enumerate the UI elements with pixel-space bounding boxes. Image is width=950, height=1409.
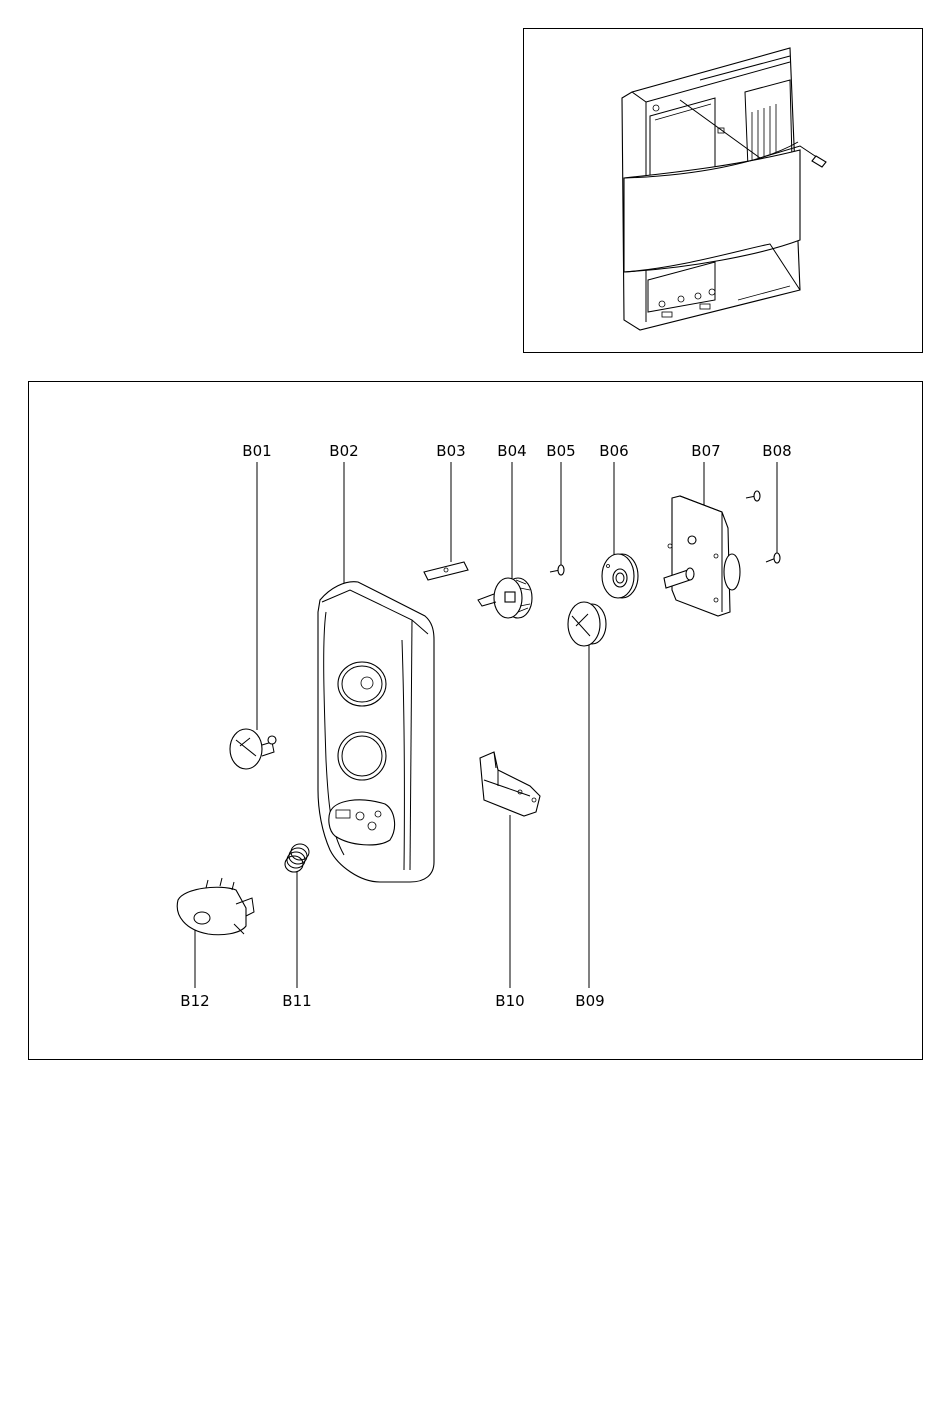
label-b07: B07	[691, 442, 720, 460]
label-b03: B03	[436, 442, 465, 460]
part-b07-motor	[664, 496, 740, 616]
label-b04: B04	[497, 442, 526, 460]
part-b01-knob	[230, 729, 276, 769]
label-b11: B11	[282, 992, 311, 1010]
part-b05-screw	[550, 565, 564, 575]
part-b04-gear	[478, 578, 532, 618]
part-b02-control-panel	[318, 582, 434, 882]
inset-microwave-illustration	[622, 48, 826, 330]
label-b09: B09	[575, 992, 604, 1010]
label-b05: B05	[546, 442, 575, 460]
label-b08: B08	[762, 442, 791, 460]
label-b10: B10	[495, 992, 524, 1010]
part-b10-bracket	[480, 752, 540, 816]
part-b03-plate	[424, 562, 468, 580]
label-b02: B02	[329, 442, 358, 460]
label-b12: B12	[180, 992, 209, 1010]
part-b06-disk	[602, 554, 638, 598]
part-b08-screws	[746, 491, 780, 563]
part-b09-knob	[568, 602, 606, 646]
part-b12-switch	[177, 878, 254, 935]
label-b06: B06	[599, 442, 628, 460]
label-b01: B01	[242, 442, 271, 460]
part-b11-spring	[285, 844, 309, 872]
